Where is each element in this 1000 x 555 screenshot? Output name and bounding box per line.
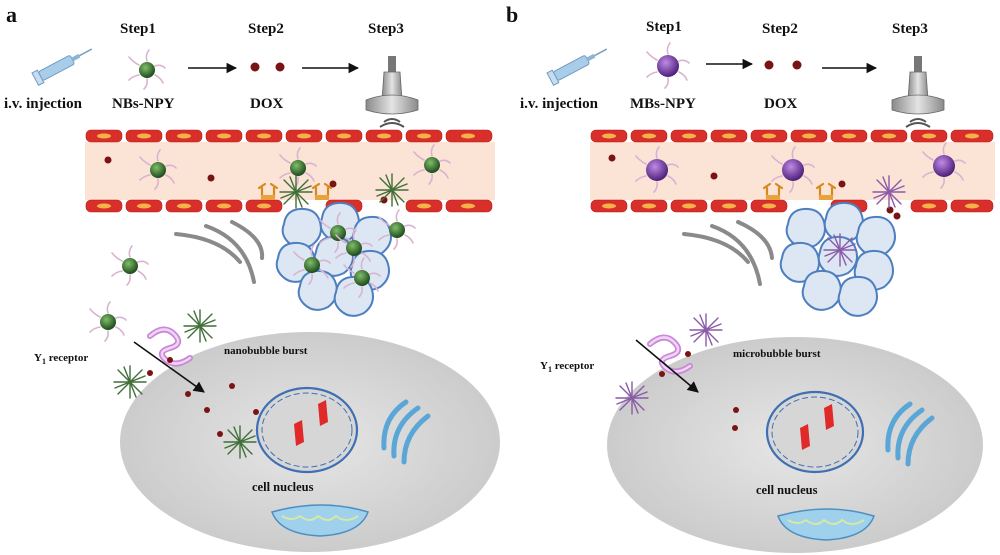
panel-b-vessel-dox (838, 180, 846, 188)
panel-a-free-nanobubble (111, 245, 149, 286)
panel-b-step1-label: Step1 (646, 19, 682, 35)
panel-a-ultrasound-transducer-icon (365, 55, 419, 128)
panel-b-drug-label: DOX (764, 96, 798, 112)
panel-b-letter: b (506, 2, 518, 27)
panel-a-nucleus-label: cell nucleus (252, 480, 314, 494)
panel-b-cell-burst (689, 313, 723, 347)
panel-b-tumor-burst (823, 233, 857, 267)
panel-a-golgi-organelle (381, 399, 431, 465)
panel-b-mitochondrion (777, 508, 875, 541)
panel-a-vessel-burst (279, 175, 313, 209)
panel-a-nanobubble-icon (128, 49, 166, 90)
panel-a-dox-dot (250, 62, 260, 72)
panel-a-step2-label: Step2 (248, 21, 284, 37)
panel-a-injection-label: i.v. injection (4, 96, 83, 112)
panel-b-tumor-tissue (779, 201, 896, 317)
panel-b-golgi-organelle (885, 401, 935, 467)
panel-a-vessel-burst (375, 173, 409, 207)
panel-b-syringe-icon (546, 42, 611, 87)
panel-b-ultrasound-waves (682, 220, 774, 286)
panel-a-drug-label: DOX (250, 96, 284, 112)
panel-a-receptor-label: Y1 receptor (34, 352, 88, 366)
panel-b-dox-dot (764, 60, 774, 70)
panel-b-burst-label: microbubble burst (733, 348, 821, 360)
panel-a-cell-nucleus (255, 386, 359, 474)
panel-b: b Step1 Step2 Step3 i.v. injection MBs-N… (506, 2, 995, 553)
panel-a-vessel-dox (329, 180, 337, 188)
panel-b-ultrasound-transducer-icon (891, 55, 945, 128)
panel-a-cell-burst (223, 425, 257, 459)
panel-b-cell-nucleus (765, 390, 865, 474)
panel-a-vessel-dox (104, 156, 112, 164)
panel-a-cell-burst (113, 365, 147, 399)
panel-b-vessel-dox (608, 154, 616, 162)
panel-a-cell-burst (183, 309, 217, 343)
panel-b-cell-burst (615, 381, 649, 415)
panel-a-burst-label: nanobubble burst (224, 345, 308, 357)
panel-b-dox-dot (792, 60, 802, 70)
panel-a-tumor-tissue (275, 201, 392, 317)
panel-b-agent-label: MBs-NPY (630, 96, 696, 112)
panel-b-step3-label: Step3 (892, 21, 928, 37)
panel-b-microbubble-icon (646, 42, 690, 89)
panel-b-vessel-dox (893, 212, 901, 220)
panel-a-mitochondrion (271, 504, 369, 537)
panel-a-membrane-receptor (147, 326, 193, 367)
panel-a-vessel-dox (207, 174, 215, 182)
panel-a-step3-label: Step3 (368, 21, 404, 37)
panel-a-cell-nanobubble (89, 301, 127, 342)
panel-b-step2-label: Step2 (762, 21, 798, 37)
panel-a-dox-dot (275, 62, 285, 72)
panel-b-nucleus-label: cell nucleus (756, 483, 818, 497)
panel-b-vessel-dox (886, 206, 894, 214)
panel-a-vessel-dox (380, 196, 388, 204)
panel-b-entry-arrow (635, 339, 699, 393)
panel-a-agent-label: NBs-NPY (112, 96, 175, 112)
panel-a-step1-label: Step1 (120, 21, 156, 37)
panel-a-letter: a (6, 2, 17, 27)
panel-a: a Step1 Step2 Step3 i.v. injection NBs-N… (4, 2, 500, 552)
panel-b-vessel-dox (710, 172, 718, 180)
panel-a-entry-arrow (133, 341, 205, 393)
panel-a-syringe-icon (31, 42, 96, 87)
panel-a-ultrasound-waves (174, 220, 265, 284)
panel-b-vessel-burst (872, 175, 906, 209)
panel-b-injection-label: i.v. injection (520, 96, 599, 112)
panel-b-receptor-label: Y1 receptor (540, 360, 594, 374)
